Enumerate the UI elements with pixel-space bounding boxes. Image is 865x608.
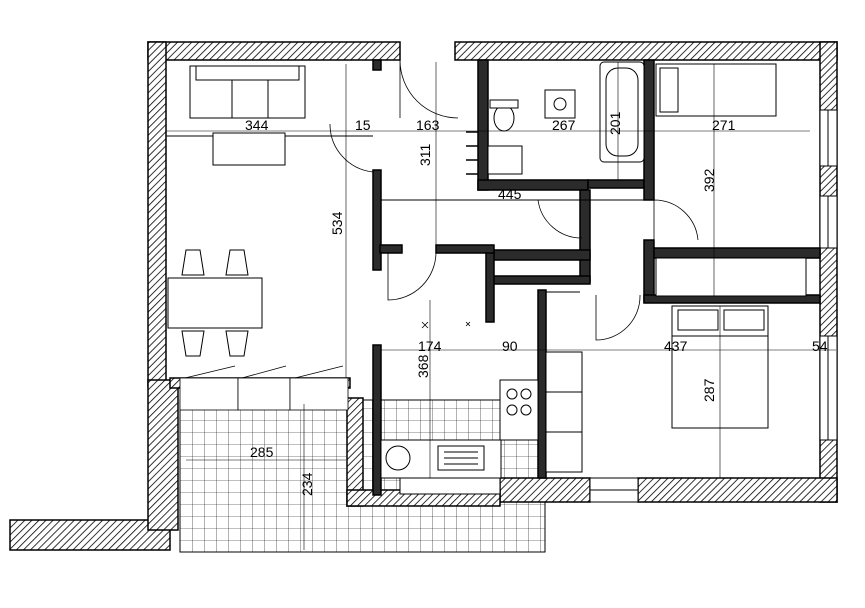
terrace-doors (179, 365, 349, 411)
dim-kitchen-width: 174 (418, 338, 442, 354)
dim-bed1-depth: 392 (701, 168, 717, 192)
dining-set (167, 249, 263, 357)
dimension-labels: 344 534 15 163 311 267 201 445 271 392 1… (245, 111, 828, 496)
sofa (189, 65, 306, 119)
dim-hall-width: 163 (416, 117, 440, 133)
dim-bath-total: 445 (498, 186, 522, 202)
dimension-lines (166, 62, 836, 550)
kitchen-counter (380, 379, 539, 479)
dim-hall-gap: 15 (355, 117, 371, 133)
bed-single (655, 63, 777, 117)
terrace-floor-inner (182, 402, 347, 550)
bath-shelves (466, 131, 478, 175)
dim-terrace-width: 285 (250, 444, 274, 460)
dim-hall-depth: 311 (417, 143, 433, 166)
windows (399, 109, 838, 503)
dim-bed2-depth: 287 (701, 378, 717, 402)
dim-bath-depth: 201 (607, 111, 623, 135)
washbasin (544, 89, 576, 119)
dim-kitchen-depth: 368 (415, 354, 431, 378)
dim-terrace-depth: 234 (299, 472, 315, 496)
dim-living-width: 344 (245, 117, 269, 133)
bathtub (599, 61, 645, 163)
shower (487, 145, 523, 175)
dim-bed1-width: 271 (712, 117, 736, 133)
door-swings (329, 59, 699, 341)
dim-kitchen-nook: 90 (502, 338, 518, 354)
balcony-slab (9, 519, 171, 551)
dim-bed2-width: 437 (664, 338, 688, 354)
markers (421, 321, 471, 329)
wardrobes (545, 257, 807, 473)
dim-bed2-ext: 54 (812, 338, 828, 354)
dim-bath-width: 267 (552, 117, 576, 133)
coffee-table (212, 132, 286, 166)
dim-living-depth: 534 (329, 211, 345, 235)
toilet (489, 99, 519, 132)
